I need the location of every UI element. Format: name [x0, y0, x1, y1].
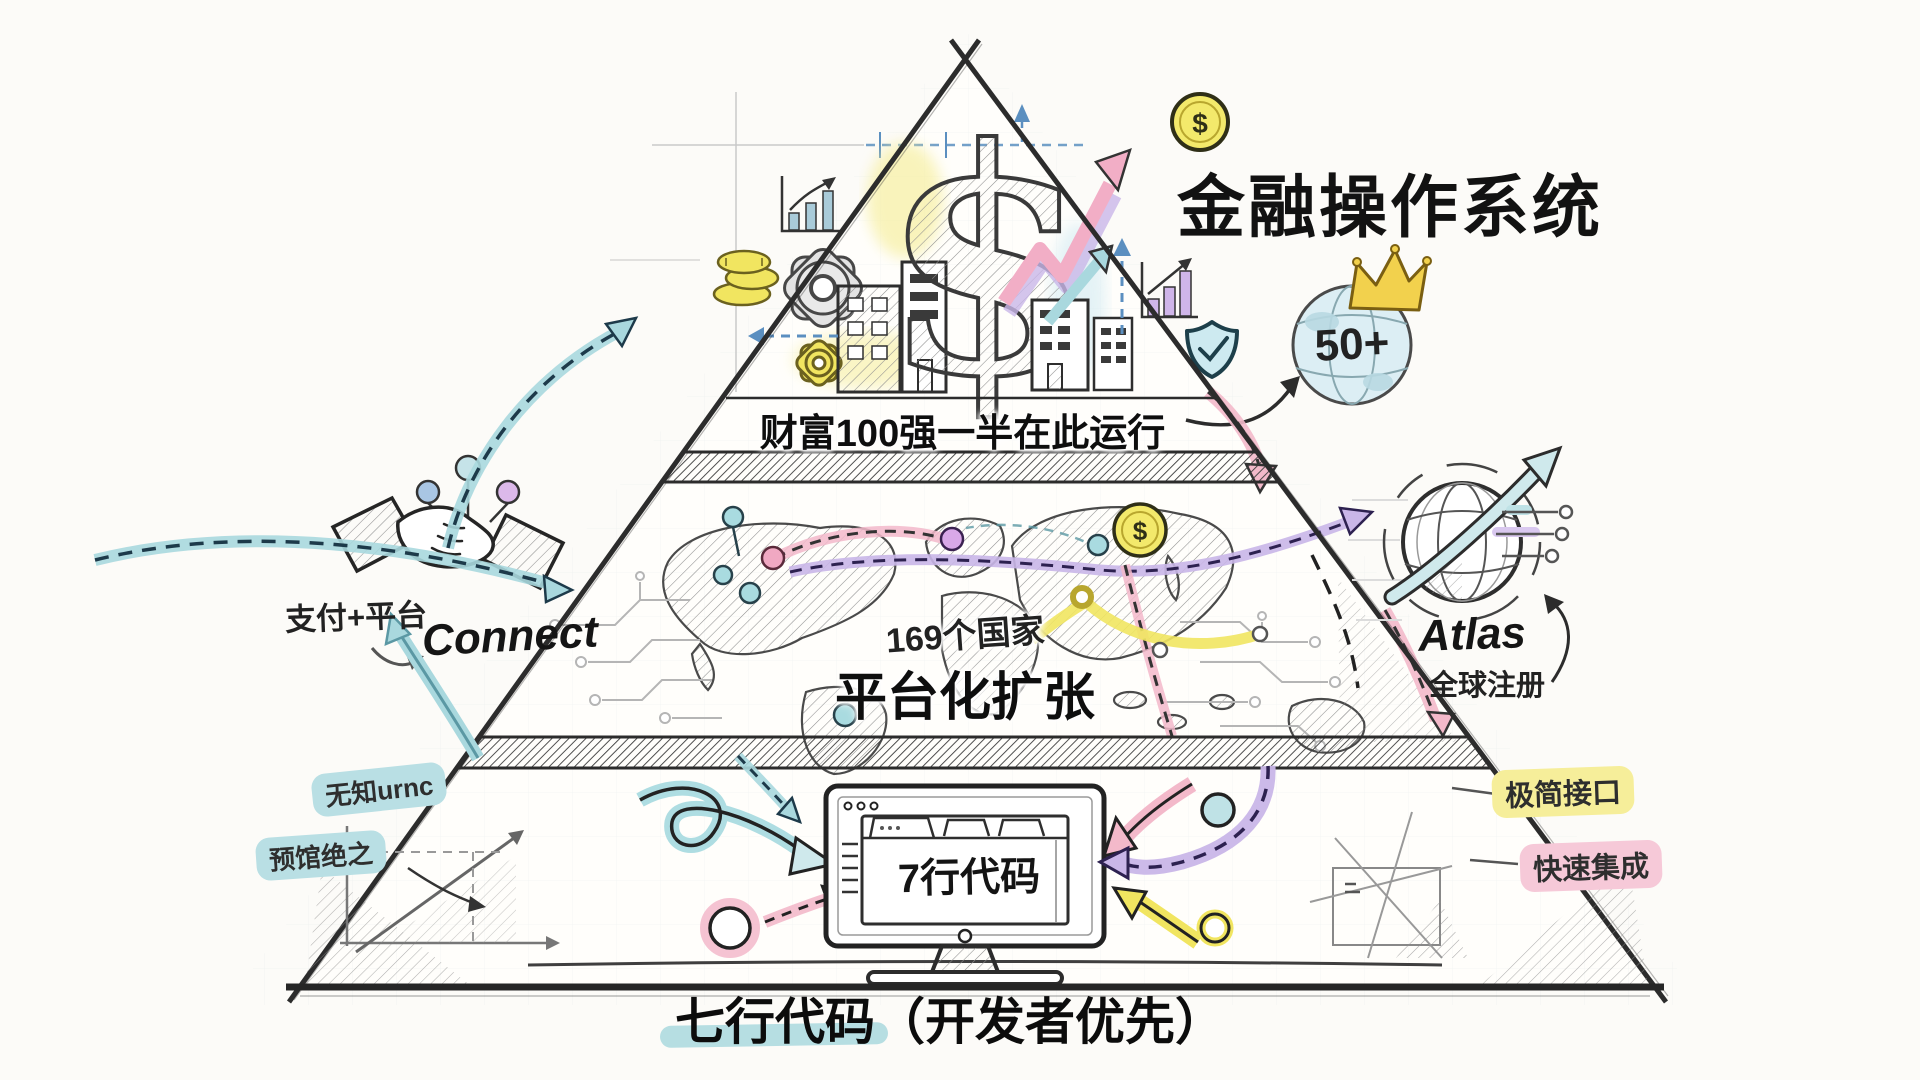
atlas-ruled-lines: [1348, 499, 1408, 621]
monitor-screen-text: 7行代码: [897, 854, 1041, 902]
building-icon: [836, 260, 948, 394]
drafting-guides: [610, 92, 864, 392]
teal-up-arrow: [384, 611, 484, 762]
connect-label: Connect: [420, 607, 600, 666]
handshake-icon: [330, 454, 566, 591]
circuit-traces-left: [549, 571, 722, 724]
atlas-label: Atlas: [1417, 608, 1527, 661]
growth-chart-sketch: [340, 826, 560, 954]
blueprint-sketch: [1309, 811, 1468, 959]
bar-chart-purple-icon: [1140, 258, 1198, 319]
browser-window: [860, 814, 1070, 926]
leader-lines: [1451, 786, 1519, 866]
purple-dashed-arrow-in: [1096, 765, 1276, 881]
tier2-label: 平台化扩张: [834, 669, 1095, 727]
teal-dashed-arrow: [734, 752, 803, 825]
map-africa: [940, 591, 1040, 716]
globe-crown-icon: [1291, 244, 1432, 406]
pyramid-edges: [286, 38, 1669, 1004]
pink-edge-arrow: [1379, 607, 1456, 739]
teal-arc-arrow-up: [442, 316, 639, 550]
shield-check-icon: [1185, 320, 1239, 379]
map-routes: [772, 506, 1375, 738]
monitor-sidebar-lines: [842, 842, 858, 894]
map-islands: [1112, 690, 1148, 710]
atlas-swoosh-arrow: [1383, 445, 1563, 606]
corner-shading: [1480, 862, 1648, 985]
arrow-to-globe: [1185, 376, 1300, 427]
minimal-api-label: 极简接口: [1491, 765, 1635, 819]
atlas-circuit: [1492, 504, 1574, 564]
pyramid-base: [286, 983, 1664, 997]
growth-zigzag-arrow: [998, 148, 1132, 317]
atlas-globe-icon: [1382, 445, 1574, 622]
crown-icon: [1348, 244, 1432, 312]
map-coin-icon: $: [1112, 502, 1168, 558]
yellow-dot: [1196, 909, 1234, 947]
coin-icon: $: [1170, 92, 1230, 152]
fast-integration-label: 快速集成: [1519, 839, 1663, 893]
coins-stack-icon: [712, 249, 780, 307]
dashed-left-arrow: [748, 327, 838, 345]
atlas-sub-label: 全球注册: [1428, 670, 1545, 702]
footer-title: 七行代码（开发者优先）: [675, 994, 1225, 1050]
map-asia: [1010, 506, 1235, 661]
teal-arc-arrow-left: [93, 535, 575, 604]
tier1-label: 财富100强一半在此运行: [759, 413, 1166, 455]
svg-text:$: $: [1133, 516, 1148, 546]
map-location-dots: [712, 505, 1110, 728]
coil-arrow: [636, 780, 838, 876]
global-badge: 50+: [1313, 318, 1391, 371]
separator-band: [456, 735, 1494, 770]
bar-chart-blue-icon: [780, 176, 842, 233]
map-central-america: [690, 642, 716, 692]
tier1-icons: $: [712, 80, 1230, 448]
svg-text:$: $: [1192, 108, 1208, 139]
building-right-icon: [1030, 298, 1134, 392]
teal-dot: [1200, 792, 1236, 828]
main-title: 金融操作系统: [1176, 170, 1603, 246]
scribble-note-bottom: 预馆绝之: [254, 829, 388, 882]
atlas-curl-arrow: [1544, 594, 1570, 683]
dashed-up-arrow: [1113, 238, 1131, 334]
yellow-arrow-in: [1111, 886, 1203, 949]
monitor-icon: [823, 783, 1107, 986]
scribble-arrow: [407, 866, 486, 912]
